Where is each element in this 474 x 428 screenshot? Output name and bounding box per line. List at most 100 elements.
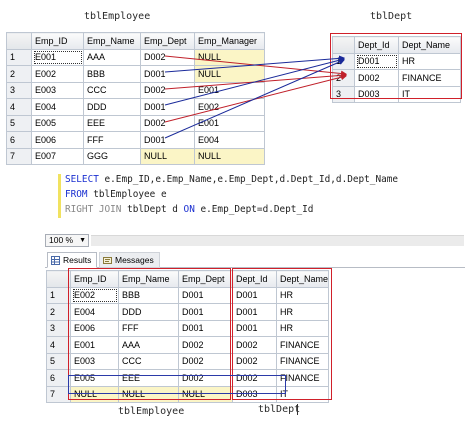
tab-results[interactable]: Results: [47, 252, 98, 268]
table-cell[interactable]: E001: [194, 114, 265, 132]
table-cell[interactable]: D001: [140, 65, 195, 83]
column-header[interactable]: Dept_Id: [354, 36, 399, 54]
column-header[interactable]: Emp_ID: [70, 270, 119, 288]
table-cell[interactable]: GGG: [83, 147, 141, 165]
table-row[interactable]: 3 E006 FFF D001 D001 HR: [46, 319, 329, 337]
table-cell[interactable]: DDD: [83, 98, 141, 116]
zoom-dropdown[interactable]: 100 %▼: [45, 234, 89, 247]
sql-keyword: SELECT: [65, 174, 99, 185]
table-cell[interactable]: CCC: [83, 81, 141, 99]
table-row[interactable]: 3 E003 CCC D002 E001: [6, 81, 265, 99]
column-header[interactable]: Dept_Name: [276, 270, 329, 288]
table-cell[interactable]: E005: [31, 114, 84, 132]
text-cursor: [297, 404, 298, 415]
table-row[interactable]: 2 E004 DDD D001 D001 HR: [46, 303, 329, 321]
result-null-row-blue-box: [68, 375, 286, 394]
column-header[interactable]: Emp_Name: [118, 270, 179, 288]
table-cell[interactable]: D002: [140, 81, 195, 99]
sql-text: tblEmployee e: [87, 189, 167, 200]
table-cell[interactable]: E004: [194, 131, 265, 149]
grid-corner[interactable]: [46, 270, 71, 288]
result-employee-red-box: [68, 268, 231, 400]
caption-top-dept: tblDept: [370, 11, 413, 22]
sql-text: tblDept d: [121, 204, 184, 215]
table-cell[interactable]: NULL: [194, 65, 265, 83]
sql-text: e.Emp_ID,e.Emp_Name,e.Emp_Dept,d.Dept_Id…: [98, 174, 399, 185]
row-number[interactable]: 6: [46, 369, 71, 387]
table-cell[interactable]: NULL: [194, 48, 265, 66]
caption-top-employee: tblEmployee: [84, 11, 151, 22]
column-header[interactable]: Emp_Dept: [140, 32, 195, 50]
table-row[interactable]: 7 NULL NULL NULL D003 IT: [46, 385, 329, 403]
table-row[interactable]: 7 E007 GGG NULL NULL: [6, 147, 265, 165]
table-cell[interactable]: FFF: [83, 131, 141, 149]
table-row[interactable]: 1 E001 AAA D002 NULL: [6, 48, 265, 66]
row-number[interactable]: 5: [6, 114, 32, 132]
row-number[interactable]: 5: [46, 352, 71, 370]
query-line-2[interactable]: FROM tblEmployee e: [65, 189, 167, 200]
messages-icon: [103, 256, 112, 264]
table-row[interactable]: 6 E006 FFF D001 E004: [6, 131, 265, 149]
editor-horizontal-scrollbar[interactable]: [91, 235, 464, 246]
grid-icon: [51, 255, 60, 265]
table-cell[interactable]: NULL: [194, 147, 265, 165]
column-header[interactable]: Dept_Name: [398, 36, 461, 54]
row-number[interactable]: 4: [46, 336, 71, 354]
table-row[interactable]: 5 E003 CCC D002 D002 FINANCE: [46, 352, 329, 370]
table-cell[interactable]: D001: [140, 131, 195, 149]
table-cell[interactable]: E001: [31, 48, 84, 66]
row-number[interactable]: 1: [46, 286, 71, 304]
table-cell[interactable]: E001: [194, 81, 265, 99]
sql-keyword: FROM: [65, 189, 88, 200]
table-cell[interactable]: IT: [276, 385, 329, 403]
results-table[interactable]: Emp_ID Emp_Name Emp_Dept Dept_Id Dept_Na…: [46, 270, 329, 403]
row-number[interactable]: 7: [46, 385, 71, 403]
table-row[interactable]: 1 E002 BBB D001 D001 HR: [46, 286, 329, 304]
sql-keyword: RIGHT JOIN: [65, 204, 122, 215]
table-row[interactable]: 4 E001 AAA D002 D002 FINANCE: [46, 336, 329, 354]
table-cell[interactable]: E006: [31, 131, 84, 149]
sql-keyword: ON: [183, 204, 195, 215]
table-cell[interactable]: EEE: [83, 114, 141, 132]
row-number[interactable]: 2: [6, 65, 32, 83]
caption-bottom-employee: tblEmployee: [118, 406, 185, 417]
employee-header-row: Emp_ID Emp_Name Emp_Dept Emp_Manager: [6, 32, 265, 50]
table-cell[interactable]: E007: [31, 147, 84, 165]
row-number[interactable]: 6: [6, 131, 32, 149]
table-cell[interactable]: NULL: [140, 147, 195, 165]
row-number[interactable]: 1: [6, 48, 32, 66]
column-header[interactable]: Emp_Name: [83, 32, 141, 50]
tab-messages-label: Messages: [115, 254, 154, 265]
row-number[interactable]: 3: [46, 319, 71, 337]
row-number[interactable]: 4: [6, 98, 32, 116]
grid-corner[interactable]: [6, 32, 32, 50]
column-header[interactable]: Emp_Manager: [194, 32, 265, 50]
table-cell[interactable]: NULL: [178, 385, 233, 403]
table-row[interactable]: 5 E005 EEE D002 E001: [6, 114, 265, 132]
row-number[interactable]: 2: [46, 303, 71, 321]
query-editor[interactable]: SELECT e.Emp_ID,e.Emp_Name,e.Emp_Dept,d.…: [45, 170, 467, 222]
row-number[interactable]: 3: [6, 81, 32, 99]
table-row[interactable]: 4 E004 DDD D001 E002: [6, 98, 265, 116]
table-cell[interactable]: E003: [31, 81, 84, 99]
table-cell[interactable]: AAA: [83, 48, 141, 66]
table-cell[interactable]: BBB: [83, 65, 141, 83]
table-cell[interactable]: E002: [31, 65, 84, 83]
table-cell[interactable]: NULL: [70, 385, 119, 403]
table-cell[interactable]: D001: [140, 98, 195, 116]
tab-messages[interactable]: Messages: [99, 252, 160, 268]
table-row[interactable]: 2 E002 BBB D001 NULL: [6, 65, 265, 83]
query-line-1[interactable]: SELECT e.Emp_ID,e.Emp_Name,e.Emp_Dept,d.…: [65, 174, 398, 185]
row-number[interactable]: 7: [6, 147, 32, 165]
query-line-3[interactable]: RIGHT JOIN tblDept d ON e.Emp_Dept=d.Dep…: [65, 204, 313, 215]
dept-table-red-box: [330, 33, 462, 99]
column-header[interactable]: Emp_ID: [31, 32, 84, 50]
table-row[interactable]: 6 E005 EEE D002 D002 FINANCE: [46, 369, 329, 387]
table-cell[interactable]: E004: [31, 98, 84, 116]
table-cell[interactable]: E002: [194, 98, 265, 116]
chevron-down-icon: ▼: [79, 237, 86, 244]
table-cell[interactable]: D002: [140, 114, 195, 132]
table-cell[interactable]: D002: [140, 48, 195, 66]
employee-table[interactable]: Emp_ID Emp_Name Emp_Dept Emp_Manager 1 E…: [6, 32, 265, 165]
dept-table[interactable]: Dept_Id Dept_Name 1 D001 HR 2 D002 FINAN…: [332, 36, 461, 103]
